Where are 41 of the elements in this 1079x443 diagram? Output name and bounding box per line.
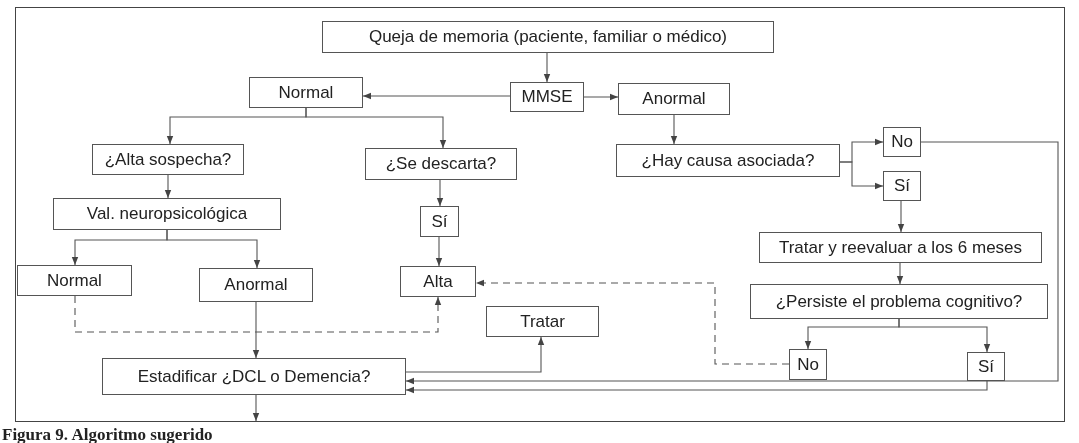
arrow — [362, 92, 511, 100]
figure-caption: Figura 9. Algoritmo sugerido — [2, 426, 213, 443]
process-box: ¿Alta sospecha? — [92, 144, 244, 175]
arrow — [435, 236, 443, 267]
process-box: Tratar y reevaluar a los 6 meses — [759, 232, 1042, 263]
arrow — [252, 301, 260, 359]
dashed-arrow — [475, 279, 790, 365]
process-box: No — [883, 127, 921, 157]
arrow — [166, 229, 261, 269]
arrow — [164, 174, 172, 199]
dashed-arrow — [74, 295, 442, 333]
process-box: ¿Se descarta? — [365, 148, 517, 180]
process-box: Sí — [967, 352, 1005, 381]
process-box: No — [789, 349, 827, 380]
arrow — [670, 114, 678, 145]
arrow — [583, 93, 619, 101]
process-box: ¿Hay causa asociada? — [616, 144, 840, 177]
arrow — [305, 107, 447, 149]
process-box: Anormal — [618, 83, 730, 115]
arrow — [897, 200, 905, 233]
arrow — [405, 141, 1059, 385]
arrow — [405, 336, 545, 373]
process-box: ¿Persiste el problema cognitivo? — [750, 284, 1048, 319]
arrow — [898, 318, 991, 353]
arrow — [839, 161, 884, 190]
process-box: Queja de memoria (paciente, familiar o médico) — [322, 21, 774, 53]
process-box: Val. neuropsicológica — [53, 198, 281, 230]
arrow — [543, 52, 551, 83]
process-box: Anormal — [199, 268, 313, 302]
process-box: Normal — [17, 265, 132, 296]
process-box: Sí — [420, 206, 459, 237]
arrow — [252, 394, 260, 422]
arrow — [896, 262, 904, 285]
process-box: Estadificar ¿DCL o Demencia? — [102, 358, 406, 395]
process-box: Sí — [883, 171, 921, 201]
process-box: Tratar — [486, 306, 599, 337]
process-box: MMSE — [510, 82, 584, 112]
arrow — [405, 380, 988, 394]
arrow — [436, 179, 444, 207]
process-box: Normal — [249, 77, 363, 108]
process-box: Alta — [400, 266, 476, 297]
